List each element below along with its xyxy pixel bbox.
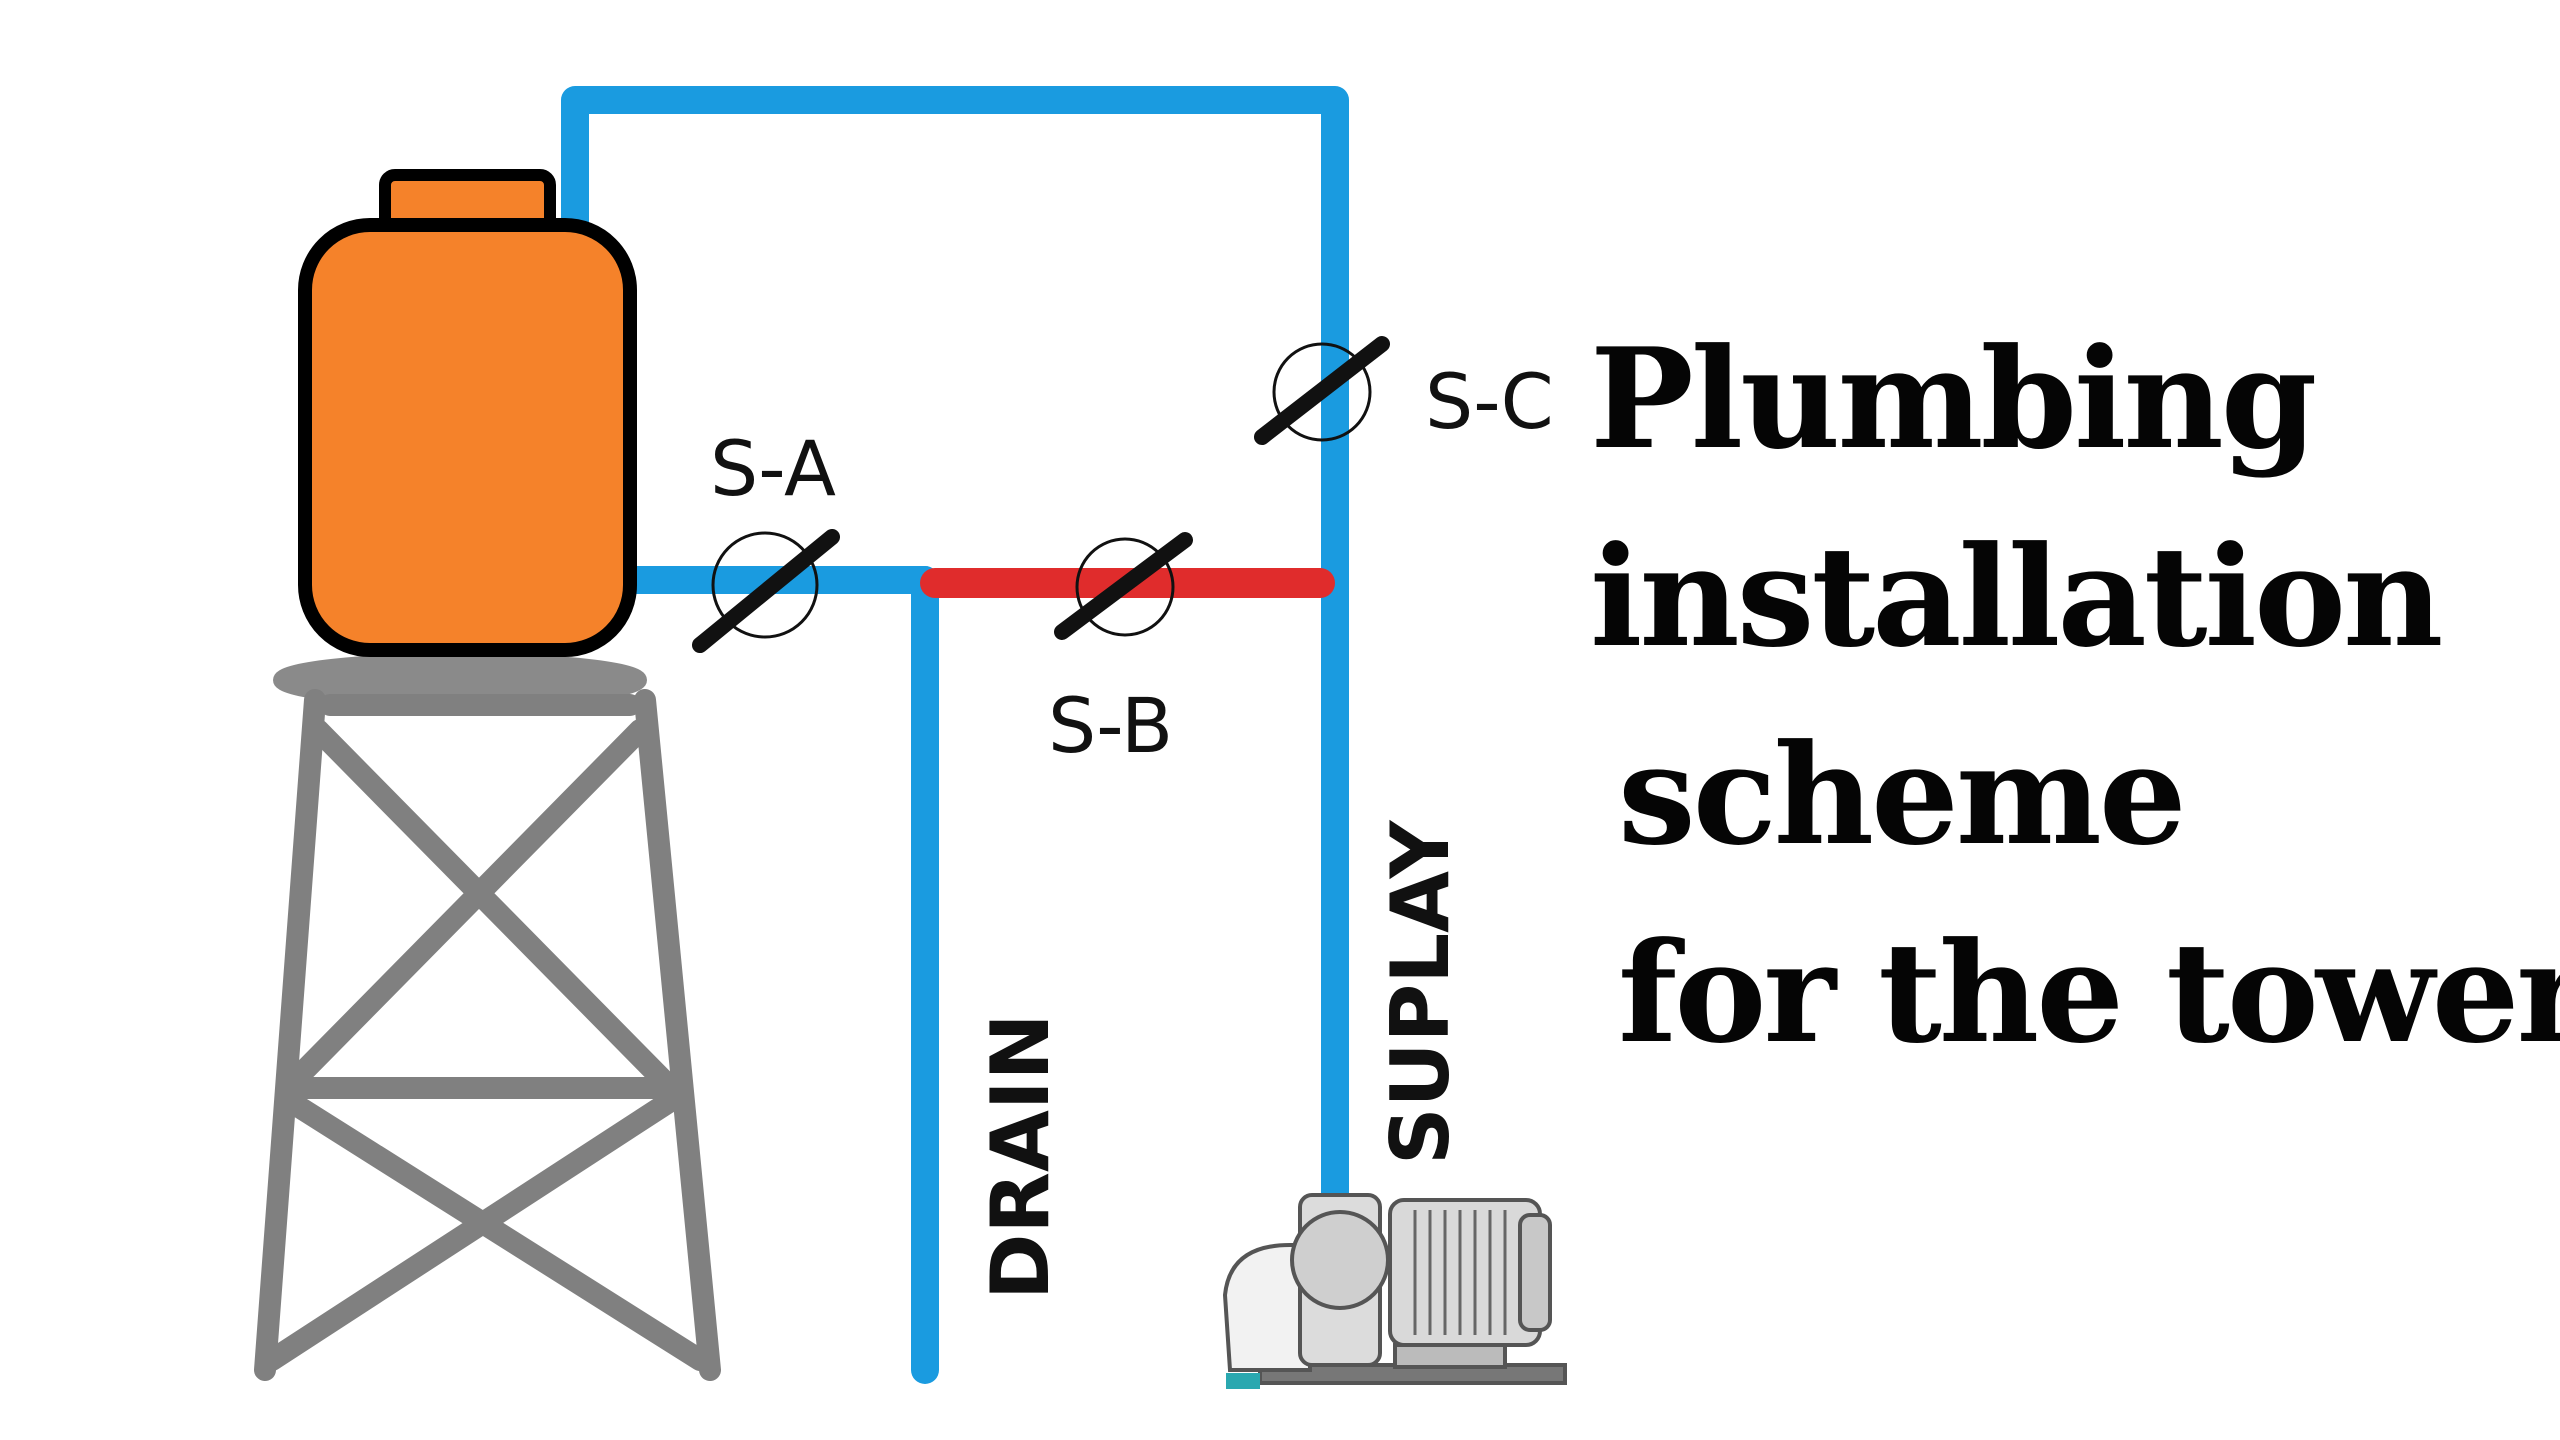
pump-foot [1393, 1343, 1507, 1369]
valve-sb-handle [1054, 532, 1193, 640]
title-line-1: Plumbing [1590, 317, 2317, 480]
title-line-3: scheme [1618, 713, 2187, 876]
valve-sa-ring [711, 531, 819, 639]
pump-end-cap [1518, 1213, 1552, 1332]
tower-leg-left [254, 689, 326, 1381]
valve-sc-handle [1254, 336, 1390, 445]
valve-label-sc: S-C [1425, 357, 1554, 446]
drain-label: DRAIN [974, 1013, 1067, 1300]
pump-motor [1388, 1198, 1542, 1347]
title-line-2: installation [1590, 515, 2443, 678]
valve-sb-ring [1075, 537, 1175, 637]
pipe-top-loop [561, 86, 1349, 1209]
tower-stand-icon [254, 653, 721, 1381]
valve-label-sb: S-B [1048, 681, 1173, 770]
water-tank-icon [298, 169, 637, 657]
tower-brace-4 [261, 1089, 683, 1371]
pump-motor-fins [1413, 1210, 1507, 1335]
valve-sc-ring [1272, 342, 1372, 442]
supply-label: SUPLAY [1374, 820, 1467, 1165]
tower-brace-2 [279, 719, 651, 1096]
valve-icon [1254, 336, 1390, 445]
valve-label-sa: S-A [710, 424, 836, 513]
tank-body [298, 218, 637, 657]
valve-icon [692, 529, 840, 653]
pump-inlet [1226, 1373, 1260, 1389]
tower-leg-right [634, 689, 721, 1381]
valve-icon [1054, 532, 1193, 640]
tower-brace-1 [307, 719, 679, 1096]
valve-sa-handle [692, 529, 840, 653]
water-pump-icon [1222, 1193, 1567, 1389]
pump-impeller-housing [1290, 1210, 1390, 1310]
diagram-title: Plumbing installation scheme for the tow… [1590, 300, 2560, 1092]
title-line-4: for the tower [1618, 911, 2560, 1074]
tower-brace-3 [277, 1089, 711, 1371]
